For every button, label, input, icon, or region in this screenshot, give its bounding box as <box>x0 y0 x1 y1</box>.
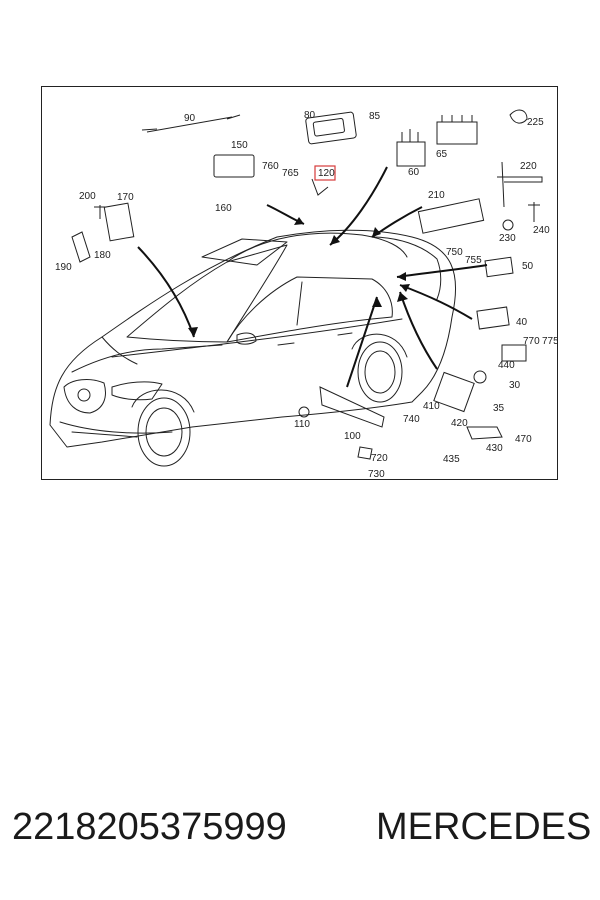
part-label-110: 110 <box>294 419 310 430</box>
part-label-65: 65 <box>436 149 448 160</box>
bracket-220 <box>497 161 543 208</box>
car-b-pillar <box>296 281 303 326</box>
part-label-410: 410 <box>423 401 440 412</box>
sensor-40 <box>476 306 510 330</box>
part-label-50: 50 <box>522 261 534 272</box>
car-side-window <box>226 276 393 343</box>
control-module-80 <box>305 111 357 145</box>
bracket-410 <box>433 371 475 413</box>
part-label-160: 160 <box>215 203 232 214</box>
bracket-190 <box>71 231 91 263</box>
part-label-230: 230 <box>499 233 516 244</box>
clip-720 <box>357 446 373 460</box>
antenna-cable <box>141 114 241 133</box>
bolt-240 <box>528 202 540 222</box>
arrow-rail <box>346 296 378 388</box>
part-label-755: 755 <box>465 255 482 266</box>
car-sunroof <box>201 238 288 266</box>
part-label-225: 225 <box>527 117 544 128</box>
module-170 <box>103 202 135 242</box>
brand-caption: MERCEDES <box>376 806 592 848</box>
car-front-wheel <box>137 397 191 467</box>
arrow-rear-top <box>396 264 488 278</box>
part-label-220: 220 <box>520 161 537 172</box>
part-label-730: 730 <box>368 469 385 480</box>
part-label-180: 180 <box>94 250 111 261</box>
part-label-440: 440 <box>498 360 515 371</box>
part-label-90: 90 <box>184 113 196 124</box>
car-roof <box>226 232 408 263</box>
car-beltline <box>111 318 403 358</box>
part-label-30: 30 <box>509 380 521 391</box>
part-label-80: 80 <box>304 110 316 121</box>
part-label-770: 770 <box>523 336 540 347</box>
grommet-440 <box>473 370 487 384</box>
relay-box-60 <box>396 141 426 167</box>
part-label-740: 740 <box>403 414 420 425</box>
fuse-block-65 <box>436 121 478 145</box>
module-150 <box>213 154 255 178</box>
part-label-470: 470 <box>515 434 532 445</box>
module-210 <box>417 198 485 234</box>
part-label-775: 775 <box>542 336 558 347</box>
highlight-box <box>314 165 336 181</box>
nut-230 <box>502 219 514 231</box>
part-label-435: 435 <box>443 454 460 465</box>
part-label-200: 200 <box>79 191 96 202</box>
module-770 <box>501 344 527 362</box>
clip-225 <box>509 109 528 124</box>
part-label-170: 170 <box>117 192 134 203</box>
part-label-35: 35 <box>493 403 505 414</box>
car-windshield <box>126 244 288 343</box>
part-label-430: 430 <box>486 443 503 454</box>
fastener-200 <box>94 205 106 219</box>
car-grille <box>63 379 106 414</box>
part-label-210: 210 <box>428 190 445 201</box>
part-label-40: 40 <box>516 317 528 328</box>
sensor-50 <box>484 256 514 278</box>
car-rear-wheel <box>357 341 403 403</box>
car-hood <box>71 344 223 373</box>
part-label-750: 750 <box>446 247 463 258</box>
part-label-100: 100 <box>344 431 361 442</box>
part-label-120: 120 <box>318 168 335 179</box>
car-outline <box>49 229 457 448</box>
bracket-430 <box>466 426 503 440</box>
rail-100 <box>319 386 385 428</box>
part-label-60: 60 <box>408 167 420 178</box>
part-number-caption: 2218205375999 <box>12 806 287 848</box>
part-label-240: 240 <box>533 225 550 236</box>
antenna-120 <box>311 178 329 196</box>
arrow-windshield <box>137 246 195 338</box>
car-headlight <box>111 381 163 401</box>
arrow-rear-mid <box>399 284 473 320</box>
part-label-190: 190 <box>55 262 72 273</box>
part-label-420: 420 <box>451 418 468 429</box>
grommet-110 <box>298 406 310 418</box>
part-label-150: 150 <box>231 140 248 151</box>
arrow-rear-low <box>399 291 438 370</box>
part-label-760: 760 <box>262 161 279 172</box>
car-trunk <box>371 236 442 300</box>
part-label-720: 720 <box>371 453 388 464</box>
part-label-85: 85 <box>369 111 381 122</box>
part-label-765: 765 <box>282 168 299 179</box>
